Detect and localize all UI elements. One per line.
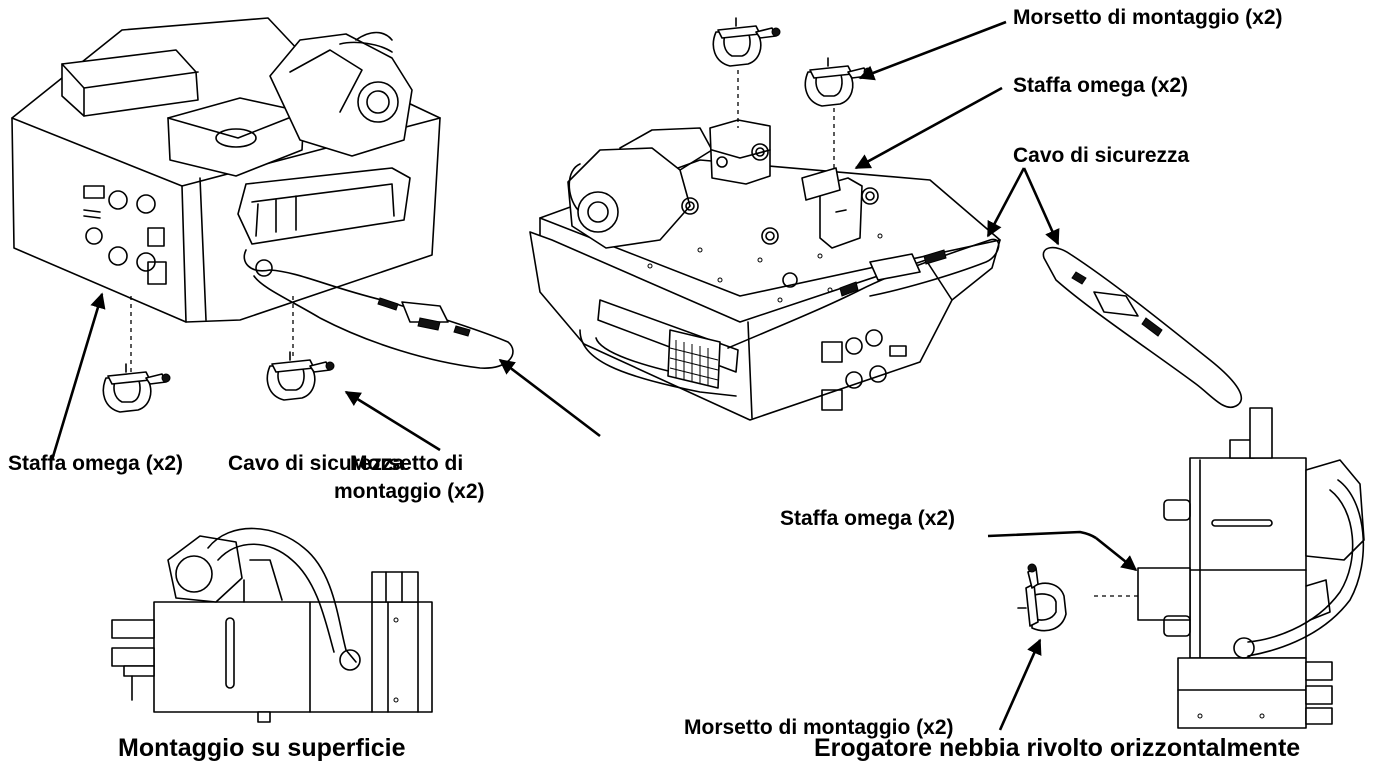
clamp-top-b (804, 57, 873, 107)
label-left-clamp-line1: Morsetto di (350, 452, 464, 475)
clamp-top-a (712, 17, 781, 67)
label-top-bracket: Staffa omega (x2) (1013, 74, 1189, 97)
label-top-clamp: Morsetto di montaggio (x2) (1013, 6, 1283, 29)
clamp-left-a (102, 363, 171, 413)
machine-upright (11, 17, 514, 369)
label-side-bracket: Staffa omega (x2) (780, 507, 956, 530)
machine-inverted (529, 119, 1243, 421)
label-side-clamp: Morsetto di montaggio (x2) (684, 716, 954, 739)
caption-surface-mount: Montaggio su superficie (118, 734, 406, 762)
label-left-bracket: Staffa omega (x2) (8, 452, 184, 475)
label-left-clamp-line2: montaggio (x2) (334, 480, 485, 503)
machine-horizontal (1137, 407, 1365, 729)
caption-horizontal: Erogatore nebbia rivolto orizzontalmente (814, 734, 1301, 762)
machine-surface-mount (111, 527, 433, 723)
clamp-side (1017, 563, 1067, 632)
clamp-left-b (266, 351, 335, 401)
label-left-cable: Cavo di sicurezza (228, 452, 405, 475)
label-top-cable: Cavo di sicurezza (1013, 144, 1190, 167)
